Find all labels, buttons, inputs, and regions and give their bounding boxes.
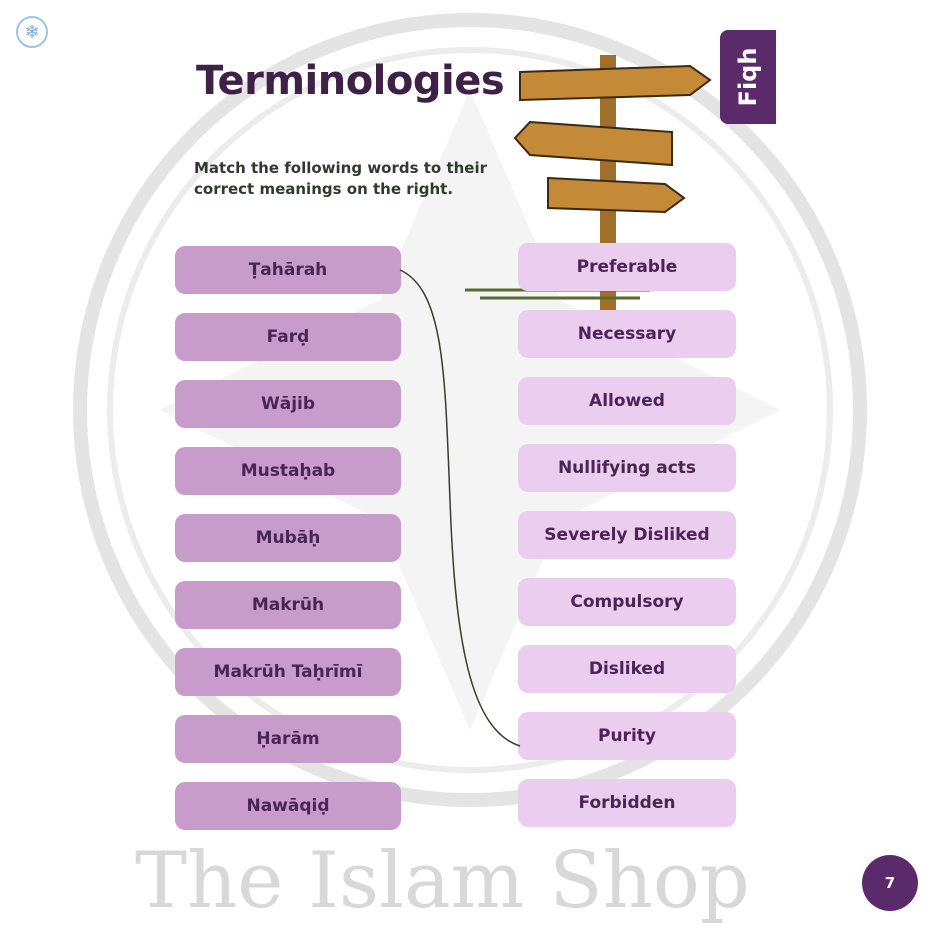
term-box[interactable]: Farḍ (175, 313, 401, 361)
meaning-label: Forbidden (578, 793, 676, 813)
term-box[interactable]: Makrūh Taḥrīmī (175, 648, 401, 696)
tab-label: Fiqh (734, 47, 762, 107)
meaning-label: Nullifying acts (557, 458, 697, 478)
meaning-box[interactable]: Forbidden (518, 779, 736, 827)
meaning-box[interactable]: Necessary (518, 310, 736, 358)
meaning-label: Purity (598, 726, 656, 746)
page-number: 7 (862, 855, 918, 911)
term-label: Wājib (260, 394, 316, 414)
page-title: Terminologies (196, 58, 505, 104)
term-box[interactable]: Ṭahārah (175, 246, 401, 294)
term-label: Makrūh Taḥrīmī (213, 662, 363, 682)
meaning-label: Compulsory (570, 592, 684, 612)
meaning-box[interactable]: Purity (518, 712, 736, 760)
meaning-label: Severely Disliked (544, 525, 710, 545)
term-label: Farḍ (266, 327, 310, 347)
meaning-label: Allowed (589, 391, 665, 411)
term-label: Nawāqiḍ (246, 796, 330, 816)
term-box[interactable]: Nawāqiḍ (175, 782, 401, 830)
term-box[interactable]: Wājib (175, 380, 401, 428)
meaning-label: Preferable (576, 257, 678, 277)
term-label: Ṭahārah (248, 260, 328, 280)
meaning-box[interactable]: Compulsory (518, 578, 736, 626)
meaning-box[interactable]: Disliked (518, 645, 736, 693)
snowflake-logo-icon: ❄ (16, 16, 48, 48)
term-box[interactable]: Makrūh (175, 581, 401, 629)
term-label: Makrūh (251, 595, 325, 615)
meaning-box[interactable]: Allowed (518, 377, 736, 425)
meaning-box[interactable]: Preferable (518, 243, 736, 291)
term-label: Mubāḥ (255, 528, 321, 548)
section-tab-fiqh: Fiqh (720, 30, 776, 124)
meaning-label: Disliked (588, 659, 666, 679)
term-box[interactable]: Mubāḥ (175, 514, 401, 562)
term-box[interactable]: Mustaḥab (175, 447, 401, 495)
meaning-box[interactable]: Nullifying acts (518, 444, 736, 492)
term-label: Ḥarām (256, 729, 320, 749)
instructions: Match the following words to their corre… (194, 159, 488, 198)
term-label: Mustaḥab (240, 461, 336, 481)
term-box[interactable]: Ḥarām (175, 715, 401, 763)
watermark-text: The Islam Shop (135, 836, 750, 926)
meaning-label: Necessary (577, 324, 677, 344)
meaning-box[interactable]: Severely Disliked (518, 511, 736, 559)
